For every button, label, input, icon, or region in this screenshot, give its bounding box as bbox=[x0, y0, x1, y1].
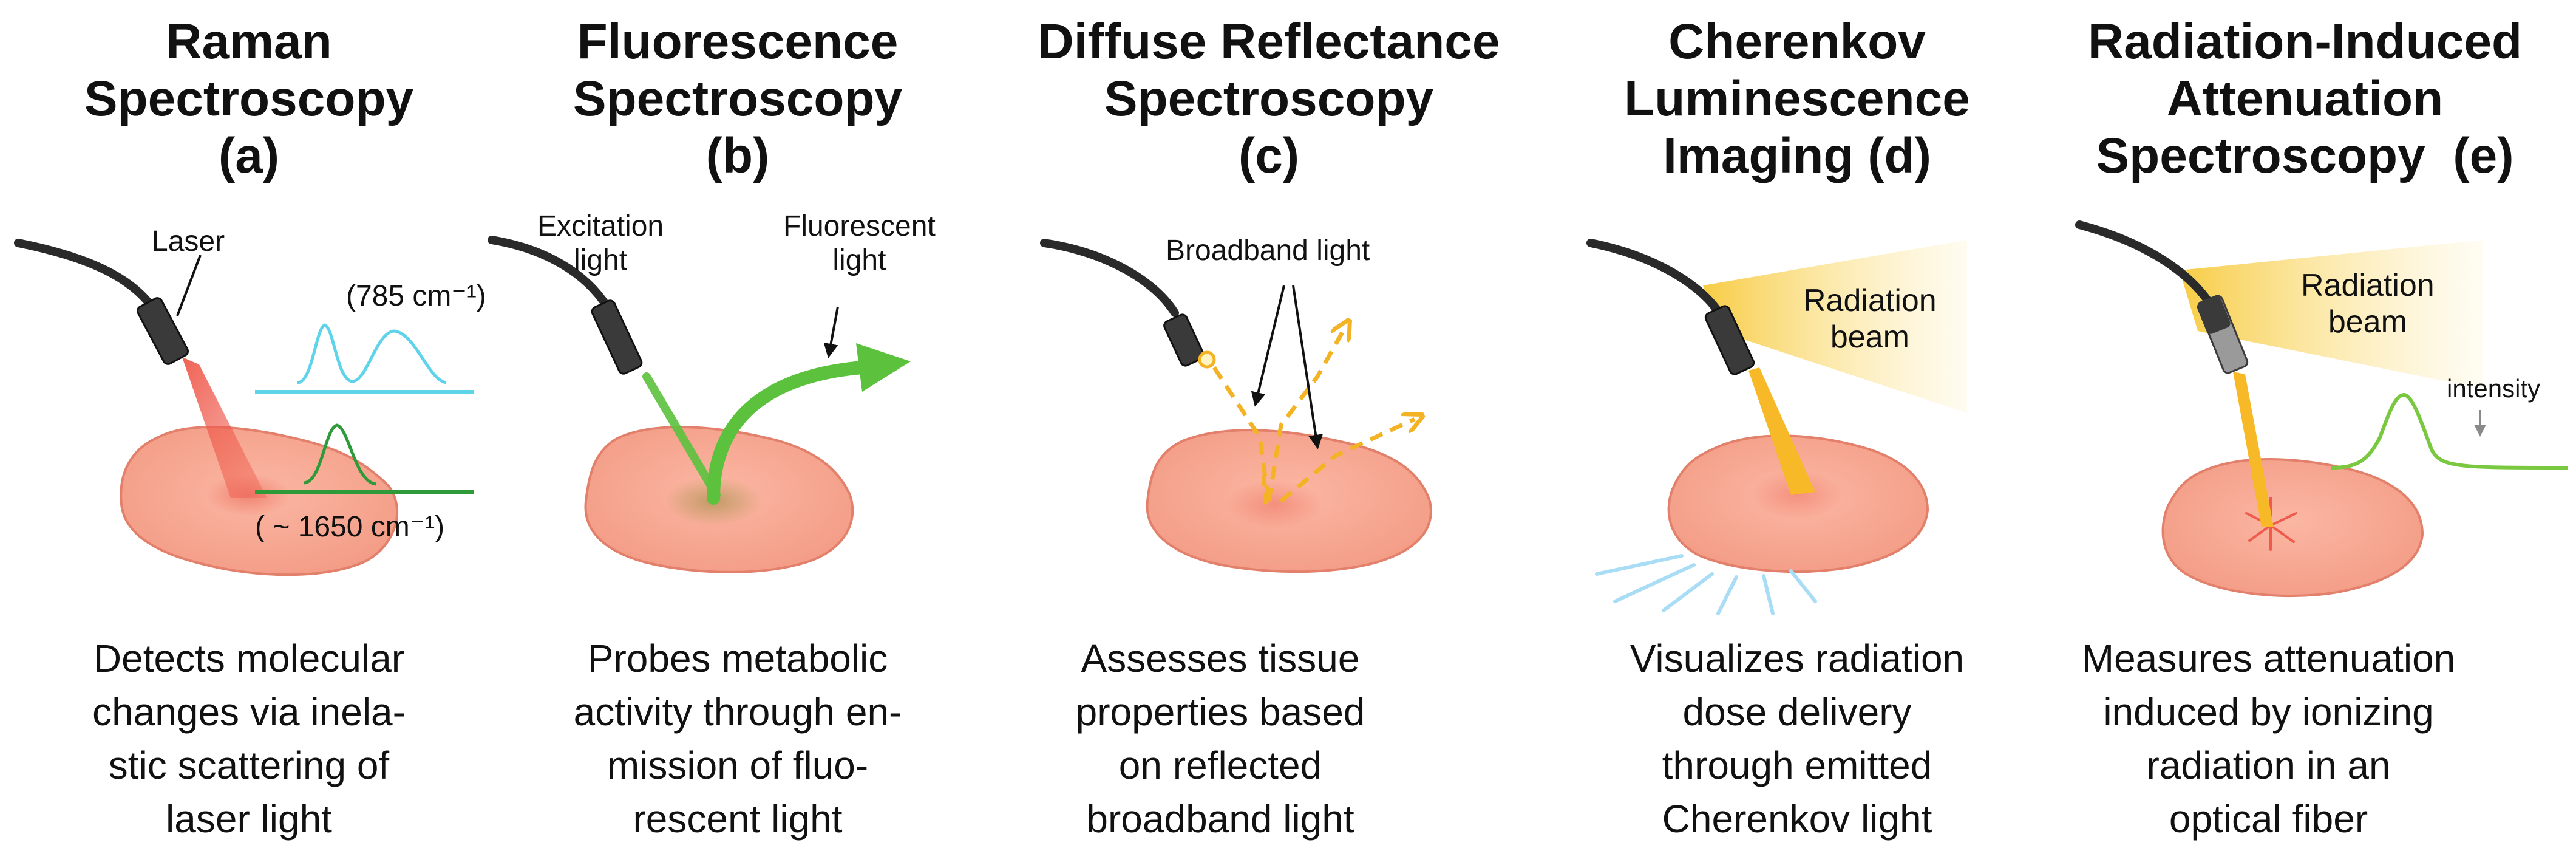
broadband-light-label: Broadband light bbox=[1166, 234, 1370, 267]
panel-c-illustration bbox=[1040, 239, 1432, 573]
incident-light-path bbox=[1212, 366, 1271, 505]
laser-beam bbox=[182, 357, 267, 498]
radiation-ray-d bbox=[1748, 367, 1815, 495]
panel-d-description: Visualizes radiation dose delivery throu… bbox=[1630, 637, 1965, 841]
fluorescent-light-label: Fluorescent light bbox=[783, 210, 936, 276]
panel-b-description: Probes metabolic activity through en- mi… bbox=[573, 637, 902, 841]
fiber-aperture-c bbox=[1198, 350, 1216, 369]
intensity-label: intensity bbox=[2447, 374, 2541, 403]
panel-a: Raman Spectroscopy (a) Laser (785 cm⁻¹) … bbox=[0, 0, 498, 868]
fiber-tip-a bbox=[137, 297, 189, 365]
panel-c-description: Assesses tissue properties based on refl… bbox=[1075, 637, 1365, 841]
panel-e-description: Measures attenuation induced by ionizing… bbox=[2081, 637, 2456, 841]
fiber-ferrule-e bbox=[2197, 296, 2231, 334]
radiation-beam-e bbox=[2180, 240, 2483, 389]
panel-b-illustration bbox=[488, 236, 911, 573]
radiation-beam-label-e: Radiation beam bbox=[2301, 268, 2435, 340]
reflectance-spot bbox=[1226, 480, 1324, 528]
radiation-ray-e bbox=[2233, 372, 2274, 527]
fluorescent-arrow bbox=[707, 361, 869, 505]
raman-spectrum-upper bbox=[297, 323, 447, 384]
panel-b-title: Fluorescence Spectroscopy (b) bbox=[573, 14, 903, 183]
cherenkov-glow bbox=[1595, 554, 1817, 615]
reflected-light-path-2 bbox=[1279, 419, 1415, 503]
broadband-pointer-2 bbox=[1292, 285, 1323, 449]
reflected-light-path-1 bbox=[1266, 328, 1345, 502]
excitation-light-label: Excitation light bbox=[537, 210, 664, 276]
raman-spectrum-lower bbox=[303, 423, 377, 486]
panel-d-illustration bbox=[1586, 239, 1967, 615]
fiber-cable-e bbox=[2075, 220, 2214, 308]
fiber-cable-b bbox=[488, 236, 611, 311]
panel-c-title: Diffuse Reflectance Spectroscopy (c) bbox=[1038, 14, 1500, 183]
panel-c: Diffuse Reflectance Spectroscopy (c) Bro… bbox=[977, 0, 1560, 868]
panel-d-title: Cherenkov Luminescence Imaging (d) bbox=[1624, 14, 1970, 183]
fluorescent-pointer-line bbox=[823, 306, 839, 358]
excitation-beam bbox=[642, 372, 721, 499]
cherenkov-spot bbox=[1752, 471, 1843, 519]
reflected-light-path-3 bbox=[1260, 467, 1268, 505]
fiber-tip-c bbox=[1163, 313, 1205, 367]
upper-peak-label: (785 cm⁻¹) bbox=[346, 280, 486, 312]
fiber-cable-d bbox=[1586, 239, 1725, 320]
lower-peak-label: ( ~ 1650 cm⁻¹) bbox=[255, 511, 445, 543]
fiber-tip-d bbox=[1704, 305, 1755, 375]
fiber-cable-a bbox=[14, 239, 156, 311]
panel-a-illustration bbox=[14, 239, 474, 576]
panel-e: Radiation-Induced Attenuation Spectrosco… bbox=[2034, 0, 2576, 868]
laser-pointer-line bbox=[176, 255, 202, 316]
panel-a-title: Raman Spectroscopy (a) bbox=[84, 14, 414, 183]
radiation-beam-d bbox=[1703, 240, 1967, 413]
broadband-pointer-1 bbox=[1251, 285, 1285, 407]
laser-label: Laser bbox=[152, 225, 225, 258]
radiation-beam-label-d: Radiation beam bbox=[1803, 283, 1937, 355]
panel-e-title: Radiation-Induced Attenuation Spectrosco… bbox=[2087, 14, 2523, 183]
fluorescent-arrowhead bbox=[856, 343, 911, 392]
intensity-signal bbox=[2331, 392, 2569, 470]
panel-d: Cherenkov Luminescence Imaging (d) Radia… bbox=[1560, 0, 2034, 868]
fiber-cable-c bbox=[1040, 239, 1179, 317]
panel-e-illustration bbox=[2075, 220, 2569, 598]
panel-b: Fluorescence Spectroscopy (b) Excitation… bbox=[498, 0, 977, 868]
fiber-tip-b bbox=[591, 299, 643, 375]
panel-a-description: Detects molecular changes via inela- sti… bbox=[92, 637, 406, 841]
